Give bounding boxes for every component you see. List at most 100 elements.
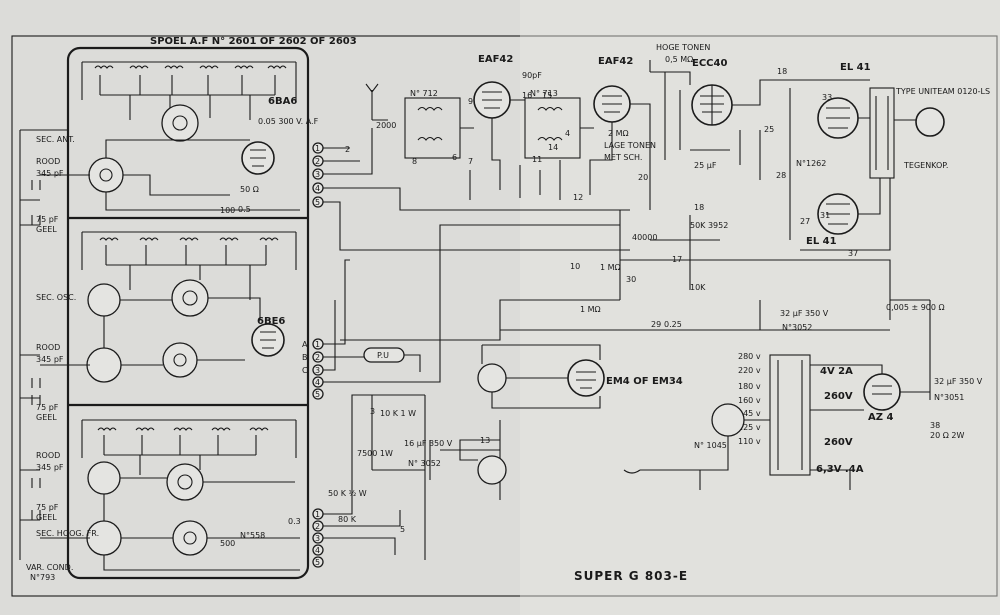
tone-network xyxy=(649,60,800,180)
label-no3051: N°3051 xyxy=(934,393,964,402)
label-no558: N°558 xyxy=(240,531,265,540)
label-r-05: 0.5 xyxy=(238,205,251,214)
label-r-1mohm-em4: 1 MΩ xyxy=(580,305,601,314)
label-r-16uf: 16 µF 350 V xyxy=(404,439,453,448)
label-r-025: 0.25 xyxy=(664,320,682,329)
wave-switch-3 xyxy=(171,279,209,317)
svg-text:5: 5 xyxy=(315,390,320,399)
svg-text:37: 37 xyxy=(848,249,858,258)
wave-switch-10-hub xyxy=(183,531,197,545)
mains-transformer-windings xyxy=(777,360,803,470)
svg-text:7: 7 xyxy=(468,157,473,166)
coil-row-section2 xyxy=(81,231,297,300)
svg-text:145 v: 145 v xyxy=(738,409,761,418)
label-no712: N° 712 xyxy=(410,89,438,98)
wave-switch-7 xyxy=(166,463,204,501)
label-r-25uf: 25 µF xyxy=(694,161,717,170)
tube-label-eaf42-1: EAF42 xyxy=(478,54,513,65)
svg-text:30: 30 xyxy=(626,275,636,284)
svg-text:110 v: 110 v xyxy=(738,437,761,446)
terminal-strip-upper: 1 2 3 4 5 xyxy=(312,142,324,208)
tube-label-az4: AZ 4 xyxy=(868,412,893,423)
if-stage-wiring xyxy=(460,99,651,210)
label-sec-260v-b: 260V xyxy=(824,437,853,448)
antenna-symbol xyxy=(365,83,388,121)
label-r-32uf-1: 32 µF 350 V xyxy=(780,309,829,318)
tube-az4-electrodes xyxy=(872,385,892,395)
label-cap-345-3: 345 pF xyxy=(36,463,64,472)
label-sec-4v: 4V 2A xyxy=(820,366,853,377)
label-rood-2: ROOD xyxy=(36,343,60,352)
tube-label-em4: EM4 OF EM34 xyxy=(606,376,683,387)
svg-text:15: 15 xyxy=(542,91,552,100)
label-sec-260v-a: 260V xyxy=(824,391,853,402)
svg-text:27: 27 xyxy=(800,217,810,226)
wave-switch-8 xyxy=(87,461,121,495)
label-r-32uf-2: 32 µF 350 V xyxy=(934,377,983,386)
tube-el41-bottom-electrodes xyxy=(826,203,850,225)
svg-text:33: 33 xyxy=(822,93,832,102)
pickup-wiring xyxy=(323,354,421,372)
svg-text:5: 5 xyxy=(315,198,320,207)
left-bus xyxy=(19,129,68,560)
label-geel-1: GEEL xyxy=(36,225,57,234)
svg-text:4: 4 xyxy=(315,546,320,555)
label-no1262: N°1262 xyxy=(796,159,826,168)
tube-label-eaf42-2: EAF42 xyxy=(598,56,633,67)
svg-text:B: B xyxy=(302,353,308,362)
bus-middle xyxy=(323,224,620,383)
label-lage-tonen: LAGE TONEN xyxy=(604,141,656,150)
label-r-500: 500 xyxy=(220,539,235,548)
svg-text:1: 1 xyxy=(315,510,320,519)
tube-label-el41-top: EL 41 xyxy=(840,62,871,73)
label-no713: N° 713 xyxy=(530,89,558,98)
tube-label-6ba6: 6BA6 xyxy=(268,96,297,107)
label-r-40000: 40000 xyxy=(632,233,657,242)
svg-text:5: 5 xyxy=(400,525,405,534)
svg-text:160 v: 160 v xyxy=(738,396,761,405)
trimmer-caps xyxy=(31,180,41,520)
svg-text:4: 4 xyxy=(315,378,320,387)
svg-text:3: 3 xyxy=(315,170,320,179)
label-r-90pf: 90pF xyxy=(522,71,542,80)
svg-text:4: 4 xyxy=(315,184,320,193)
svg-text:125 v: 125 v xyxy=(738,423,761,432)
svg-text:16: 16 xyxy=(522,91,532,100)
tube-eaf42-1-electrodes xyxy=(482,91,502,109)
svg-text:17: 17 xyxy=(672,255,682,264)
label-no3052-2: N°3052 xyxy=(782,323,812,332)
label-cap-75-2: 75 pF xyxy=(36,403,59,412)
svg-text:25: 25 xyxy=(764,125,774,134)
mains-taps: 280 v 220 v 180 v 160 v 145 v 125 v 110 … xyxy=(738,352,761,446)
label-r-10k: 10K xyxy=(690,283,706,292)
svg-text:1: 1 xyxy=(315,144,320,153)
lower-rc-network xyxy=(371,395,501,560)
svg-text:180 v: 180 v xyxy=(738,382,761,391)
label-sec-hoog: SEC. HOOG. FR. xyxy=(36,529,99,538)
label-r-03: 0.3 xyxy=(288,517,301,526)
svg-text:3: 3 xyxy=(370,407,375,416)
svg-text:10: 10 xyxy=(570,262,580,271)
coil-header: SPOEL A.F N° 2601 OF 2602 OF 2603 xyxy=(150,36,357,47)
label-geel-3: GEEL xyxy=(36,513,57,522)
svg-text:14: 14 xyxy=(548,143,558,152)
tube-el41-top-electrodes xyxy=(826,107,850,129)
wave-switch-6-hub xyxy=(173,353,187,367)
label-var-cond-no: N°793 xyxy=(30,573,55,582)
wave-switch-1 xyxy=(161,104,199,142)
wave-switch-1-hub xyxy=(172,115,188,131)
svg-text:A: A xyxy=(302,340,308,349)
label-rood-1: ROOD xyxy=(36,157,60,166)
label-r-1mohm: 1 MΩ xyxy=(600,263,621,272)
svg-text:29: 29 xyxy=(651,320,661,329)
if-713-coils xyxy=(537,106,563,141)
wave-switch-10 xyxy=(172,520,208,556)
tube-em4 xyxy=(567,359,605,397)
svg-text:4: 4 xyxy=(565,129,570,138)
label-geel-2: GEEL xyxy=(36,413,57,422)
svg-text:280 v: 280 v xyxy=(738,352,761,361)
label-cap-75-1: 75 pF xyxy=(36,215,59,224)
svg-text:1: 1 xyxy=(315,340,320,349)
svg-text:12: 12 xyxy=(573,193,583,202)
